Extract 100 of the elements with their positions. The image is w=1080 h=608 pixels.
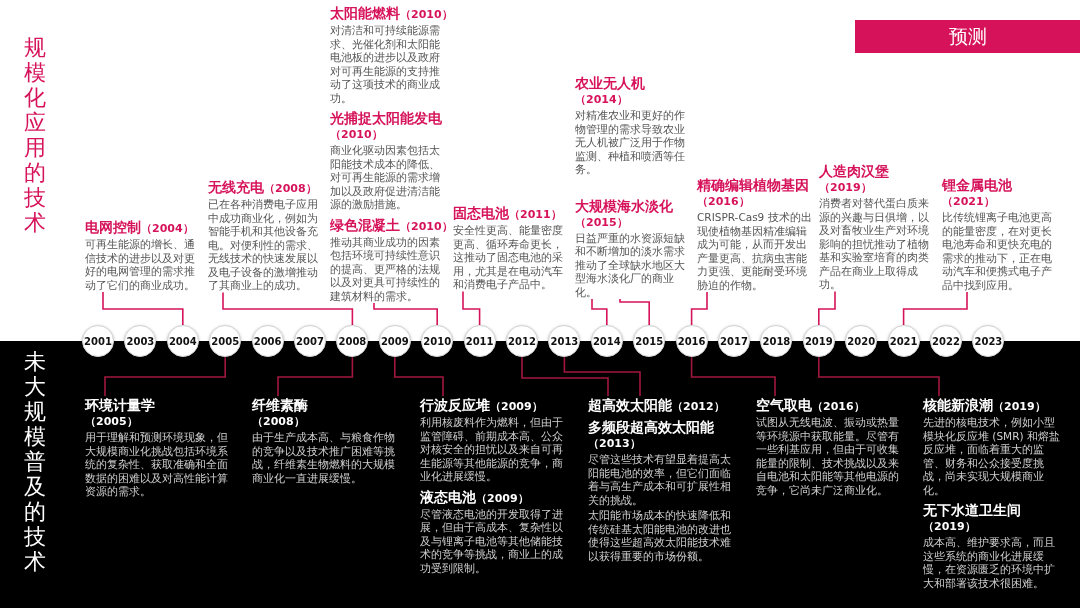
description-text: 试图从无线电波、振动或热量等环境源中获取能量。尽管有一些利基应用，但由于可收集能量的限制、技术挑战以及来自电池和太阳能等其他电源的竞争，它尚未广泛商业化。 — [756, 416, 900, 497]
technology-heading: 锂金属电池 — [942, 177, 1012, 193]
year-circle: 2018 — [760, 325, 793, 357]
description-text: 太阳能市场成本的快速降低和传统硅基太阳能电池的改进也使得这些超高效太阳能技术难以获得重要的市场份额。 — [588, 509, 732, 563]
description-text: 由于生产成本高、与粮食作物的竞争以及技术推广困难等挑战，纤维素生物燃料的大规模商业化一直进展缓慢。 — [252, 431, 396, 485]
header-banner: 预测 — [855, 20, 1080, 53]
year-label: （2016） — [812, 400, 865, 413]
year-circle: 2005 — [209, 325, 242, 357]
leader-line — [394, 356, 444, 397]
year-circle: 2008 — [336, 325, 369, 357]
technology-heading: 无下水道卫生间 — [923, 502, 1021, 518]
year-label: （2014） — [575, 92, 628, 107]
technology-heading: 大规模海水淡化 — [575, 197, 673, 214]
year-label: （2010） — [330, 127, 383, 142]
technology-heading: 固态电池 — [453, 205, 509, 221]
technology-heading: 人造肉汉堡 — [819, 163, 889, 179]
leader-line — [690, 356, 776, 397]
leader-line — [462, 290, 481, 326]
technology-heading: 无线充电 — [208, 179, 264, 195]
technology-heading: 超高效太阳能 — [588, 397, 672, 413]
year-circle: 2009 — [378, 325, 411, 357]
description-text: 消费者对替代蛋白质来源的兴趣与日俱增，以及对畜牧业生产对环境影响的担忧推动了植物基和实验室培育的肉类产品在商业上取得成功。 — [819, 197, 930, 292]
year-label: （2011） — [509, 208, 562, 221]
technology-heading: 空气取电 — [756, 397, 812, 413]
year-label: （2004） — [141, 222, 194, 235]
year-circle: 2017 — [718, 325, 750, 357]
section-heading: 规模化应用的技术 — [24, 35, 46, 235]
description-text: 商业化驱动因素包括太阳能技术成本的降低、对可再生能源的需求增加以及政府促进清洁能源的激励措施。 — [330, 144, 441, 212]
technology-heading: 核能新浪潮 — [923, 397, 993, 413]
description-text: 尽管液态电池的开发取得了进展，但由于高成本、复杂性以及与锂离子电池等其他储能技术的竞争等挑战，商业上的成功受到限制。 — [420, 507, 564, 575]
leader-line — [373, 302, 438, 326]
description-text: 用于理解和预测环境现象，但大规模商业化挑战包括环境系统的复杂性、获取准确和全面数据的困难以及对高性能计算资源的需求。 — [85, 431, 229, 499]
technology-heading: 绿色混凝土 — [330, 216, 400, 233]
year-label: （2008） — [264, 182, 317, 195]
year-circle: 2007 — [294, 325, 326, 357]
description-text: 可再生能源的增长、通信技术的进步以及对更好的电网管理的需求推动了它们的商业成功。 — [85, 238, 196, 292]
year-circle: 2020 — [845, 325, 878, 357]
year-label: （2010） — [400, 219, 453, 233]
leader-line — [277, 356, 354, 397]
year-label: （2005） — [85, 414, 138, 429]
technology-heading: 精确编辑植物基因 — [697, 177, 809, 193]
leader-line — [818, 356, 940, 397]
leader-line — [521, 356, 609, 397]
year-label: （2008） — [252, 414, 305, 429]
technology-heading: 环境计量学 — [85, 397, 155, 413]
description-text: 成本高、维护要求高，而且这些系统的商业化进展缓慢，在资源匮乏的环境中扩大和部署该技术很困难。 — [923, 536, 1056, 590]
description-text: 对清洁和可持续能源需求、光催化剂和太阳能电池板的进步以及政府对可再生能源的支持推动了这项技术的商业成功。 — [330, 24, 441, 105]
leader-line — [591, 298, 608, 326]
year-circle: 2013 — [548, 325, 581, 357]
year-label: （2010） — [400, 8, 453, 21]
description-text: 对精准农业和更好的作物管理的需求导致农业无人机被广泛用于作物监测、种植和喷洒等任务。 — [575, 109, 686, 177]
year-circle: 2011 — [463, 325, 496, 357]
description-text: 比传统锂离子电池更高的能量密度，在对更长电池寿命和更快充电的需求的推动下，正在电动汽车和便携式电子产品中找到应用。 — [942, 211, 1053, 292]
year-circle: 2016 — [675, 325, 708, 357]
year-circle: 2019 — [802, 325, 835, 357]
leader-line — [563, 356, 641, 397]
year-label: （2013） — [588, 436, 641, 451]
technology-heading: 行波反应堆 — [420, 397, 490, 413]
year-label: （2019） — [923, 519, 976, 534]
year-label: （2015） — [575, 214, 628, 230]
technology-heading: 液态电池 — [420, 488, 476, 505]
leader-line — [818, 290, 836, 326]
description-text: 推动其商业成功的因素包括环境可持续性意识的提高、更严格的法规以及对更具可持续性的建筑材料的需求。 — [330, 235, 441, 303]
leader-line — [222, 291, 354, 326]
description-text: 利用核废料作为燃料，但由于监管障碍、前期成本高、公众对核安全的担忧以及来自可再生能源等其他能源的竞争，商业化进展缓慢。 — [420, 416, 564, 484]
year-label: （2009） — [476, 491, 529, 505]
year-label: （2019） — [993, 400, 1046, 413]
description-text: 安全性更高、能量密度更高、循环寿命更长，这推动了固态电池的采用，尤其是在电动汽车和消费电子产品中。 — [453, 224, 564, 292]
year-circle: 2004 — [166, 325, 199, 357]
year-circle: 2010 — [421, 325, 454, 357]
year-circle: 2021 — [887, 325, 920, 357]
year-circle: 2022 — [930, 325, 962, 357]
description-text: CRISPR-Cas9 技术的出现使植物基因精准编辑成为可能，从而开发出产量更高、抗病虫害能力更强、更能耐受环境胁迫的作物。 — [697, 211, 813, 292]
leader-line — [690, 291, 708, 326]
technology-heading: 多频段超高效太阳能 — [588, 419, 714, 435]
leader-line — [902, 291, 968, 326]
technology-heading: 纤维素酶 — [252, 397, 308, 413]
year-label: （2009） — [490, 400, 543, 413]
year-circle: 2014 — [590, 325, 623, 357]
year-circle: 2006 — [251, 325, 284, 357]
description-text: 尽管这些技术有望显着提高太阳能电池的效率，但它们面临着与高生产成本和可扩展性相关的挑战。 — [588, 453, 732, 507]
leader-line — [102, 291, 184, 326]
year-circle: 2023 — [972, 325, 1005, 357]
year-label: （2021） — [942, 194, 995, 209]
year-label: （2012） — [672, 400, 725, 413]
year-circle: 2015 — [633, 325, 666, 357]
year-circle: 2001 — [82, 325, 114, 357]
section-heading: 未大规模普及的技术 — [24, 349, 46, 574]
leader-line — [619, 298, 650, 326]
technology-heading: 光捕捉太阳能发电 — [330, 110, 442, 126]
description-text: 已在各种消费电子应用中成功商业化，例如为智能手机和其他设备充电。对便利性的需求、无线技术的快速发展以及电子设备的激增推动了其商业上的成功。 — [208, 198, 319, 293]
technology-heading: 太阳能燃料 — [330, 5, 400, 21]
year-label: （2019） — [819, 180, 872, 195]
technology-heading: 电网控制 — [85, 219, 141, 235]
technology-heading: 农业无人机 — [575, 75, 645, 91]
description-text: 日益严重的水资源短缺和不断增加的淡水需求推动了全球缺水地区大型海水淡化厂的商业化。 — [575, 231, 686, 299]
year-label: （2016） — [697, 194, 750, 209]
year-circle: 2012 — [506, 325, 538, 357]
year-circle: 2003 — [124, 325, 157, 357]
description-text: 先进的核电技术，例如小型模块化反应堆 (SMR) 和熔盐反应堆，面临着重大的监管、财务和公众接受度挑战，尚未实现大规模商业化。 — [923, 416, 1061, 497]
